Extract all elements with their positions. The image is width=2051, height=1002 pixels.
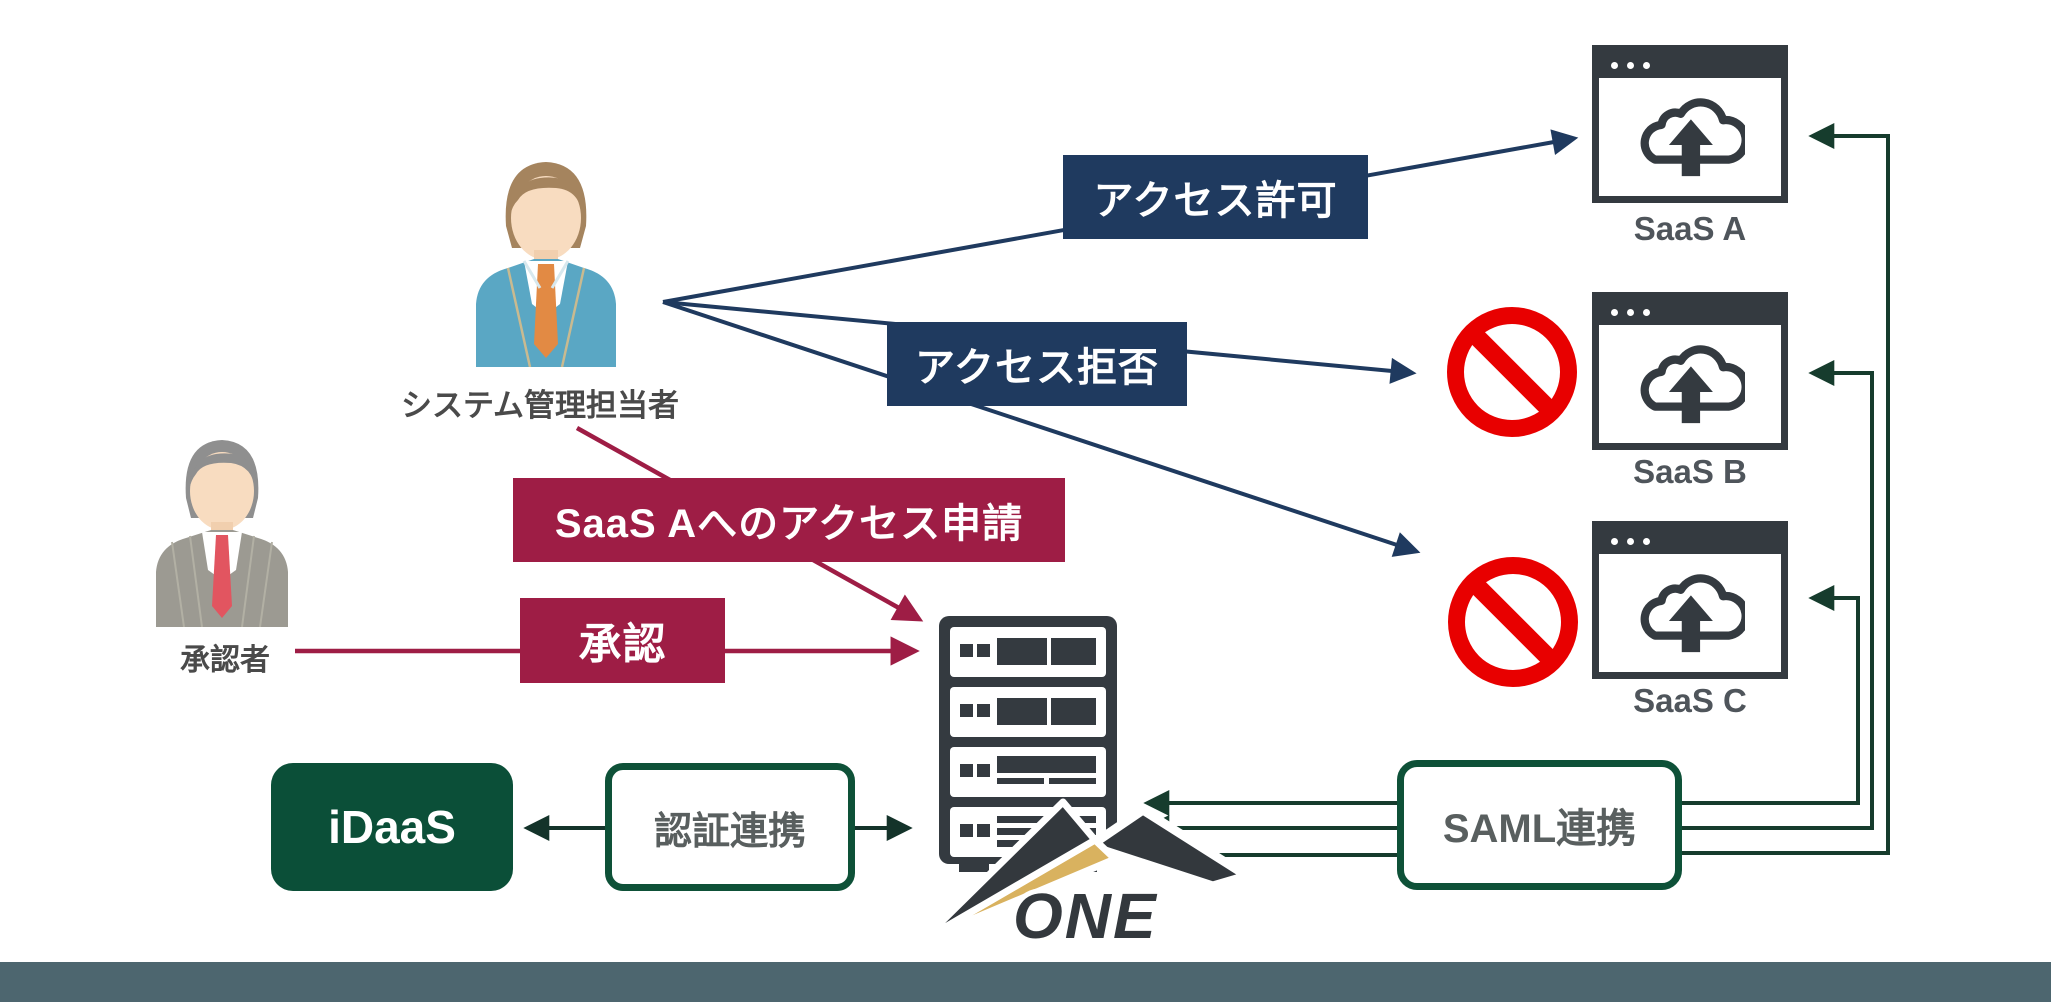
approve-label: 承認 — [520, 598, 725, 683]
browser-titlebar — [1599, 52, 1781, 78]
saml-link-box: SAML連携 — [1397, 760, 1682, 890]
browser-content — [1599, 554, 1781, 665]
browser-titlebar — [1599, 528, 1781, 554]
saas-c-label: SaaS C — [1633, 682, 1747, 719]
titlebar-dot — [1611, 537, 1618, 545]
saas-b-label: SaaS B — [1633, 453, 1747, 490]
prohibition-icon-saas-b — [1447, 307, 1577, 437]
titlebar-dot — [1627, 537, 1634, 545]
approver-label: 承認者 — [180, 644, 270, 677]
browser-content — [1599, 78, 1781, 189]
saas-a-label: SaaS A — [1633, 210, 1747, 247]
cloud-upload-icon — [1640, 573, 1745, 652]
titlebar-dot — [1627, 308, 1634, 316]
browser-content — [1599, 325, 1781, 436]
access-request-label: SaaS Aへのアクセス申請 — [513, 478, 1065, 562]
access-deny-label: アクセス拒否 — [887, 322, 1187, 406]
auth-link-box: 認証連携 — [605, 763, 855, 891]
admin-label: システム管理担当者 — [400, 388, 680, 423]
one-logo: ONE — [919, 798, 1252, 953]
arrow-saml-to-saas-b — [1580, 360, 1874, 830]
titlebar-dot — [1643, 61, 1650, 69]
saas-window-a — [1592, 45, 1788, 203]
saas-window-b — [1592, 292, 1788, 450]
saas-window-c — [1592, 521, 1788, 679]
admin-avatar — [476, 162, 616, 367]
cloud-upload-icon — [1640, 97, 1745, 176]
browser-titlebar — [1599, 299, 1781, 325]
titlebar-dot — [1643, 308, 1650, 316]
titlebar-dot — [1611, 61, 1618, 69]
one-logo-text: ONE — [1013, 880, 1158, 952]
titlebar-dot — [1611, 308, 1618, 316]
arrow-deny-saas-c — [662, 300, 1421, 557]
cloud-upload-icon — [1640, 344, 1745, 423]
titlebar-dot — [1627, 61, 1634, 69]
arrow-saml-to-saas-a — [1580, 123, 1890, 855]
access-allow-label: アクセス許可 — [1063, 155, 1368, 239]
bottom-bar — [0, 962, 2051, 1002]
titlebar-dot — [1643, 537, 1650, 545]
server-icon — [939, 616, 1117, 872]
approver-avatar — [156, 440, 288, 627]
arrow-saml-to-saas-c — [1580, 585, 1860, 805]
prohibition-icon-saas-c — [1448, 557, 1578, 687]
idaas-box: iDaaS — [271, 763, 513, 891]
